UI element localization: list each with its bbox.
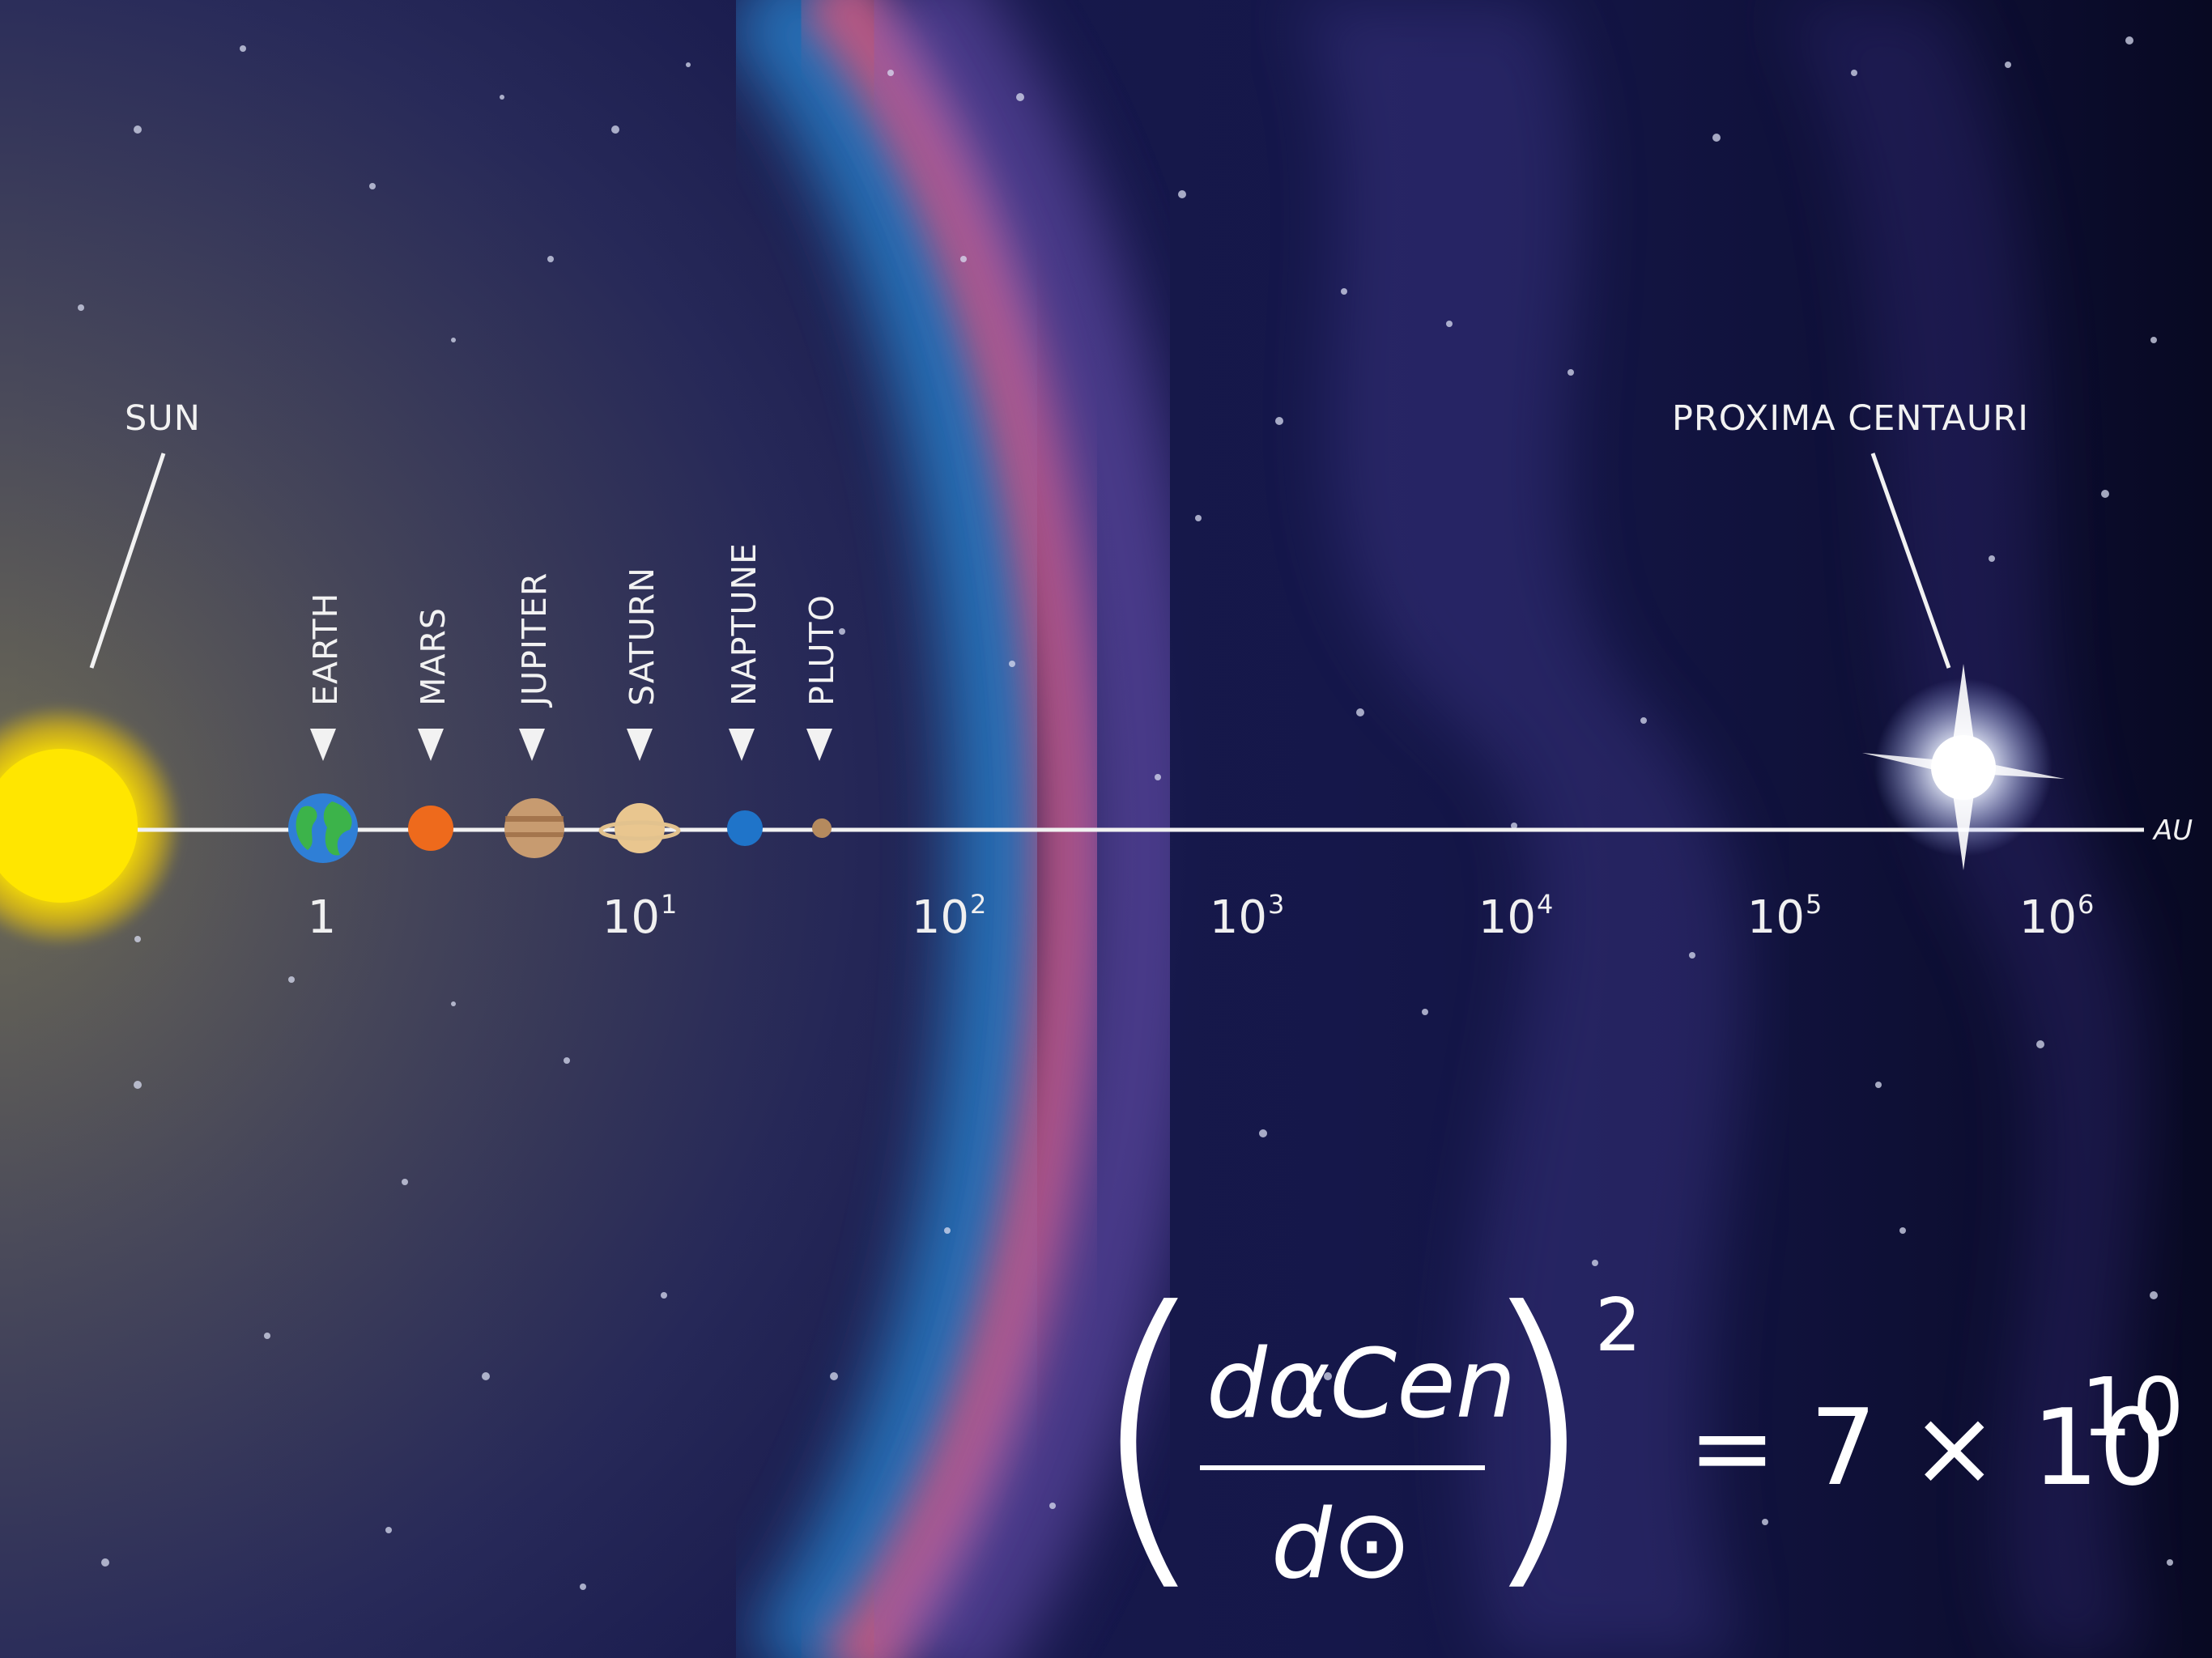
axis-unit-label: AU <box>2154 814 2193 847</box>
tick-label-1: 1 <box>307 891 337 944</box>
neptune-icon <box>727 810 763 846</box>
earth-marker-icon <box>310 729 336 761</box>
tick-label-10-2: 102 <box>911 889 987 944</box>
planet-label-earth: EARTH <box>306 592 345 706</box>
pluto-icon <box>812 818 832 838</box>
jupiter-icon <box>504 798 564 858</box>
pluto-marker-icon <box>806 729 832 761</box>
formula-equals: = 7 × 10 <box>1688 1386 2166 1509</box>
planet-label-saturn: SATURN <box>623 567 661 706</box>
planet-label-neptune: NAPTUNE <box>725 542 764 706</box>
tick-label-10-6: 106 <box>2018 889 2095 944</box>
planet-label-jupiter: JUPITER <box>515 572 554 706</box>
mars-marker-icon <box>418 729 444 761</box>
left-parenthesis: ( <box>1085 1244 1212 1621</box>
earth-icon <box>288 793 358 863</box>
mars-icon <box>408 806 453 851</box>
tick-label-10-1: 101 <box>602 889 678 944</box>
saturn-marker-icon <box>627 729 653 761</box>
tick-label-10-4: 104 <box>1478 889 1554 944</box>
planet-label-pluto: PLUTO <box>802 594 841 706</box>
fraction-bar <box>1200 1465 1485 1470</box>
neptune-marker-icon <box>729 729 755 761</box>
planet-markers <box>310 729 832 761</box>
tick-label-10-3: 103 <box>1209 889 1285 944</box>
proxima-centauri-icon <box>1862 664 2065 870</box>
star-field <box>78 36 2173 1590</box>
formula-denominator: d⊙ <box>1271 1488 1412 1600</box>
formula-power: 2 <box>1595 1283 1642 1368</box>
tick-label-10-5: 105 <box>1746 889 1823 944</box>
right-parenthesis: ) <box>1474 1244 1601 1621</box>
formula-numerator: dαCen <box>1206 1328 1516 1439</box>
sun-label: SUN <box>125 398 201 439</box>
formula-exponent: 10 <box>2081 1360 2184 1455</box>
saturn-icon <box>598 803 681 853</box>
proxima-centauri-label: PROXIMA CENTAURI <box>1672 398 2029 439</box>
sun-pointer-line <box>89 453 166 669</box>
proxima-pointer-line <box>1870 453 1951 669</box>
planet-label-mars: MARS <box>414 607 453 706</box>
jupiter-marker-icon <box>519 729 545 761</box>
